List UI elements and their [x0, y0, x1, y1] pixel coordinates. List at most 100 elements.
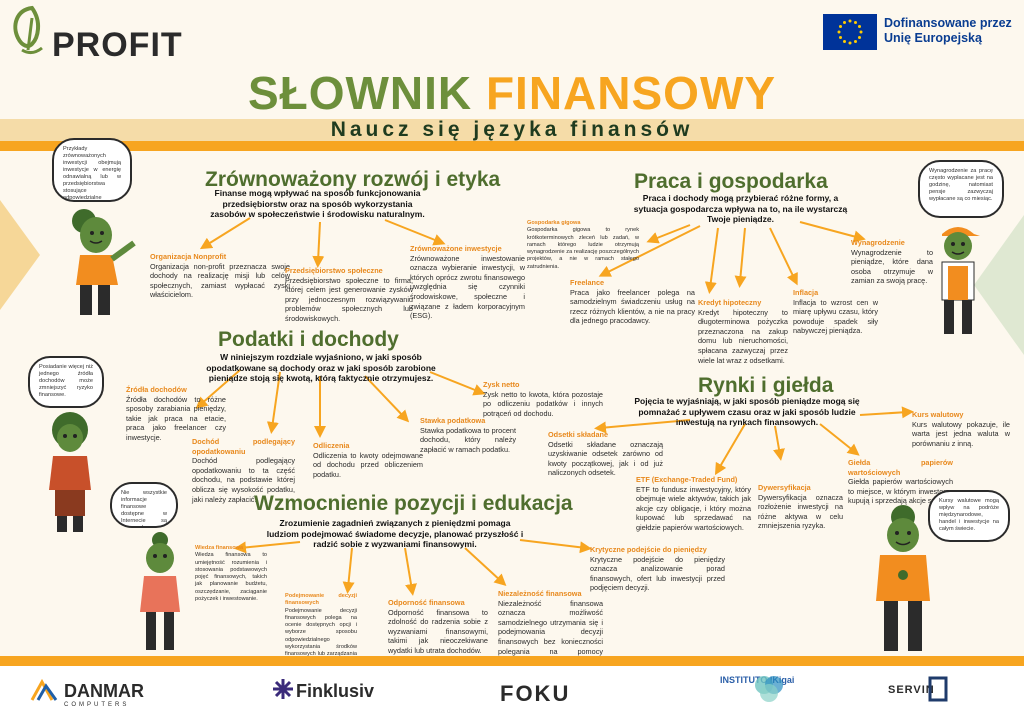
term-title: Gospodarka gigowa [527, 220, 581, 226]
term-social-enterprise: Przedsiębiorstwo społeczne Przedsiębiors… [285, 266, 413, 324]
ikigai-circle-icon [755, 676, 783, 702]
term-desc: Gospodarka gigowa to rynek krótkotermino… [527, 227, 639, 270]
term-desc: Wiedza finansowa to umiejętność rozumien… [195, 552, 267, 603]
term-title: Odliczenia [313, 441, 350, 450]
term-title: Freelance [570, 278, 605, 287]
term-desc: Stawka podatkowa to procent dochodu, któ… [420, 425, 516, 454]
term-title: Przedsiębiorstwo społeczne [285, 266, 383, 275]
character-girl-ponytail-icon [72, 209, 136, 315]
term-desc: Kredyt hipoteczny to długoterminowa poży… [698, 307, 788, 365]
term-title: Krytyczne podejście do pieniędzy [590, 545, 707, 554]
term-title: Giełda papierów wartościowych [848, 458, 953, 477]
term-taxable-income: Dochód podlegający opodatkowaniu Dochód … [192, 437, 295, 504]
term-desc: Odporność finansowa to zdolność do radze… [388, 607, 488, 655]
footer-logo-servin: SERVIN [888, 684, 935, 696]
character-girl-bun-icon [140, 532, 180, 650]
section-title-work-economy: Praca i gospodarka [634, 170, 828, 193]
logo-subtext: COMPUTERS [64, 702, 130, 708]
term-title: Dochód podlegający opodatkowaniu [192, 437, 295, 456]
term-stock-exchange: Giełda papierów wartościowych Giełda pap… [848, 458, 953, 506]
term-compound-interest: Odsetki składane Odsetki składane oznacz… [548, 430, 663, 478]
term-desc: Kurs walutowy pokazuje, ile warta jest j… [912, 419, 1010, 448]
term-financial-literacy: Wiedza finansowa Wiedza finansowa to umi… [195, 545, 267, 603]
finklusiv-logo-icon [273, 679, 293, 699]
term-desc: Inflacja to wzrost cen w miarę upływu cz… [793, 297, 878, 336]
title-band [0, 119, 1024, 141]
character-boy-orange-icon [876, 505, 930, 651]
term-inflation: Inflacja Inflacja to wzrost cen w miarę … [793, 288, 878, 336]
term-desc: Krytyczne podejście do pieniędzy oznacza… [590, 554, 725, 593]
term-title: Stawka podatkowa [420, 416, 486, 425]
term-desc: Zysk netto to kwota, która pozostaje po … [483, 389, 603, 418]
title-word-1: SŁOWNIK [247, 67, 473, 119]
character-woman-curly-icon [49, 412, 91, 532]
page-subtitle: Naucz się języka finansów [330, 118, 694, 141]
term-title: Źródła dochodów [126, 385, 187, 394]
term-sustainable-investments: Zrównoważone inwestycje Zrównoważone inw… [410, 244, 525, 321]
speech-bubble-3: Posiadanie więcej niż jednego źródła doc… [28, 356, 104, 408]
section-title-markets: Rynki i giełda [698, 374, 834, 397]
danmar-logo-icon [30, 678, 58, 701]
term-desc: Odliczenia to kwoty odejmowane od dochod… [313, 450, 423, 479]
term-desc: Zrównoważone inwestowanie oznacza wybier… [410, 253, 525, 321]
term-desc: Dochód podlegający opodatkowaniu to ta c… [192, 456, 295, 504]
term-title: Inflacja [793, 288, 819, 297]
term-desc: Giełda papierów wartościowych to miejsce… [848, 477, 953, 506]
term-mortgage: Kredyt hipoteczny Kredyt hipoteczny to d… [698, 298, 788, 365]
term-exchange-rate: Kurs walutowy Kurs walutowy pokazuje, il… [912, 410, 1010, 448]
term-title: Wynagrodzenie [851, 238, 905, 247]
term-net-profit: Zysk netto Zysk netto to kwota, która po… [483, 380, 603, 418]
term-desc: Dywersyfikacja oznacza rozłożenie inwest… [758, 492, 843, 531]
footer-logo-finklusiv: Finklusiv [296, 681, 375, 701]
term-desc: Odsetki składane oznaczają uzyskiwanie o… [548, 439, 663, 478]
left-decor-shape [0, 200, 40, 310]
section-lead-sustainability: Finanse mogą wpływać na sposób funkcjono… [210, 188, 425, 219]
section-title-taxes: Podatki i dochody [218, 328, 399, 351]
section-title-sustainability: Zrównoważony rozwój i etyka [205, 168, 501, 191]
term-title: Odporność finansowa [388, 598, 465, 607]
term-title: Wiedza finansowa [195, 545, 244, 551]
term-freelance: Freelance Praca jako freelancer polega n… [570, 278, 695, 326]
term-financial-independence: Niezależność finansowa Niezależność fina… [498, 589, 603, 666]
brand-name: PROFIT [52, 26, 183, 64]
page-title: SŁOWNIK FINANSOWY [0, 66, 1024, 120]
eu-flag-icon [823, 14, 877, 50]
term-desc: Organizacja non-profit przeznacza swoje … [150, 261, 290, 300]
footer-logo-danmar: DANMAR COMPUTERS [64, 681, 144, 708]
section-lead-taxes: W niniejszym rozdziale wyjaśniono, w jak… [206, 352, 436, 383]
term-salary: Wynagrodzenie Wynagrodzenie to pieniądze… [851, 238, 933, 286]
right-decor-shape [974, 215, 1024, 355]
term-title: ETF (Exchange-Traded Fund) [636, 475, 738, 484]
term-etf: ETF (Exchange-Traded Fund) ETF to fundus… [636, 475, 751, 533]
section-lead-markets: Pojęcia te wyjaśniają, w jaki sposób pie… [634, 396, 860, 427]
profit-leaf-logo-icon [13, 5, 43, 55]
speech-bubble-1: Przykłady zrównoważonych inwestycji obej… [52, 138, 132, 202]
term-title: Zrównoważone inwestycje [410, 244, 502, 253]
term-title: Podejmowanie decyzji finansowych [285, 593, 357, 607]
term-tax-rate: Stawka podatkowa Stawka podatkowa to pro… [420, 416, 516, 454]
speech-bubble-2: Wynagrodzenie za pracę często wypłacane … [918, 160, 1004, 218]
speech-bubble-4: Nie wszystkie informacje finansowe dostę… [110, 482, 178, 528]
term-desc: Przedsiębiorstwo społeczne to firma, któ… [285, 275, 413, 323]
term-title: Niezależność finansowa [498, 589, 582, 598]
term-nonprofit: Organizacja Nonprofit Organizacja non-pr… [150, 252, 290, 300]
term-income-sources: Źródła dochodów Źródła dochodów to różne… [126, 385, 226, 443]
section-lead-work-economy: Praca i dochody mogą przybierać różne fo… [633, 193, 848, 224]
title-word-2: FINANSOWY [485, 67, 777, 119]
term-desc: ETF to fundusz inwestycyjny, który obejm… [636, 484, 751, 532]
character-boy-cap-icon [941, 227, 980, 334]
section-lead-empowerment: Zrozumienie zagadnień związanych z pieni… [266, 518, 524, 549]
term-financial-resilience: Odporność finansowa Odporność finansowa … [388, 598, 488, 656]
speech-bubble-5: Kursy walutowe mogą wpływ na podróże mię… [928, 490, 1010, 542]
term-title: Kurs walutowy [912, 410, 964, 419]
top-orange-band [0, 141, 1024, 151]
term-title: Organizacja Nonprofit [150, 252, 227, 261]
term-title: Dywersyfikacja [758, 483, 811, 492]
term-title: Odsetki składane [548, 430, 609, 439]
term-desc: Wynagrodzenie to pieniądze, które dana o… [851, 247, 933, 286]
term-title: Kredyt hipoteczny [698, 298, 762, 307]
term-critical-money-approach: Krytyczne podejście do pieniędzy Krytycz… [590, 545, 725, 593]
term-deductions: Odliczenia Odliczenia to kwoty odejmowan… [313, 441, 423, 479]
bottom-orange-band [0, 656, 1024, 666]
eu-funding-text: Dofinansowane przez Unię Europejską [884, 16, 1012, 45]
